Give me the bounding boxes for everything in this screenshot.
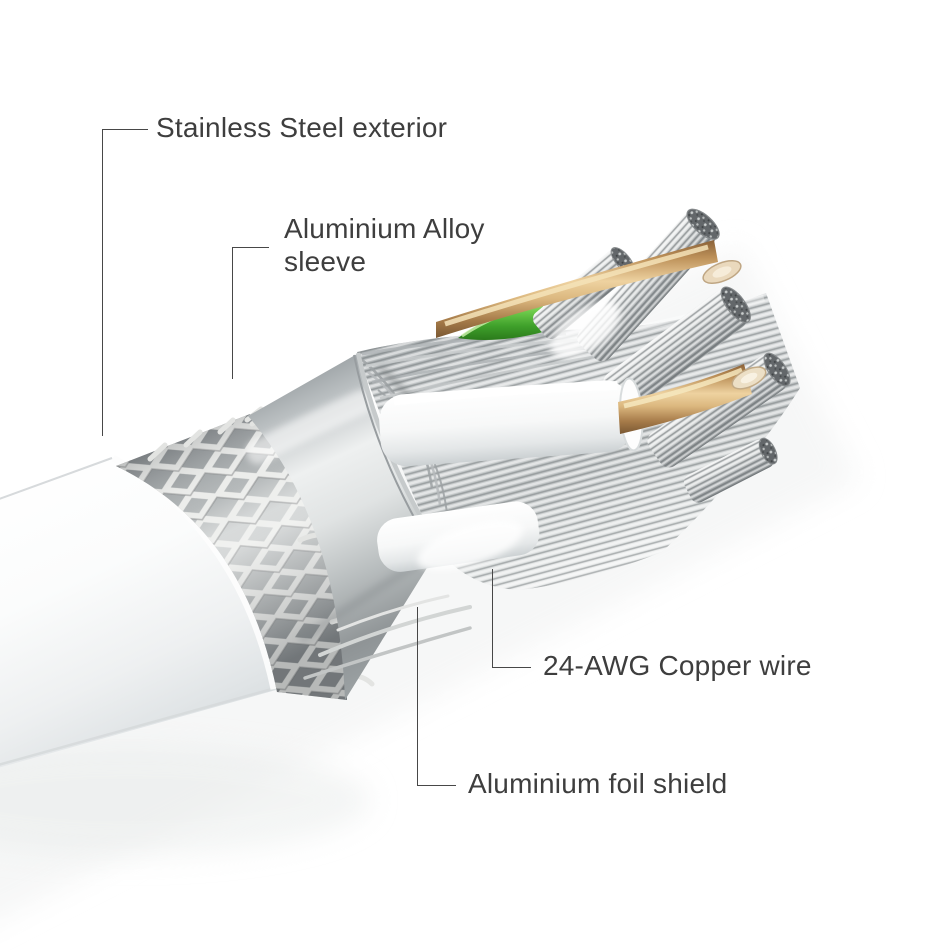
stainless-steel-braid: [116, 406, 375, 700]
copper-wire-lower: [618, 364, 767, 434]
leader-line-foil-shield: [417, 607, 456, 786]
white-sheen: [417, 301, 620, 571]
label-stainless-steel-exterior: Stainless Steel exterior: [156, 112, 448, 143]
strand-bundle-5: [683, 437, 778, 503]
label-copper-wire: 24-AWG Copper wire: [543, 650, 812, 681]
leader-line-copper-wire: [492, 569, 531, 668]
label-aluminium-foil-shield: Aluminium foil shield: [468, 768, 728, 799]
strand-bundle-2: [603, 286, 751, 412]
label-aluminium-alloy-sleeve: Aluminium Alloy sleeve: [284, 213, 485, 277]
leader-line-stainless-steel: [102, 129, 148, 436]
loose-braid-strands: [303, 594, 472, 680]
leader-line-aluminium-sleeve: [232, 247, 269, 379]
copper-wire-upper: [436, 240, 742, 338]
